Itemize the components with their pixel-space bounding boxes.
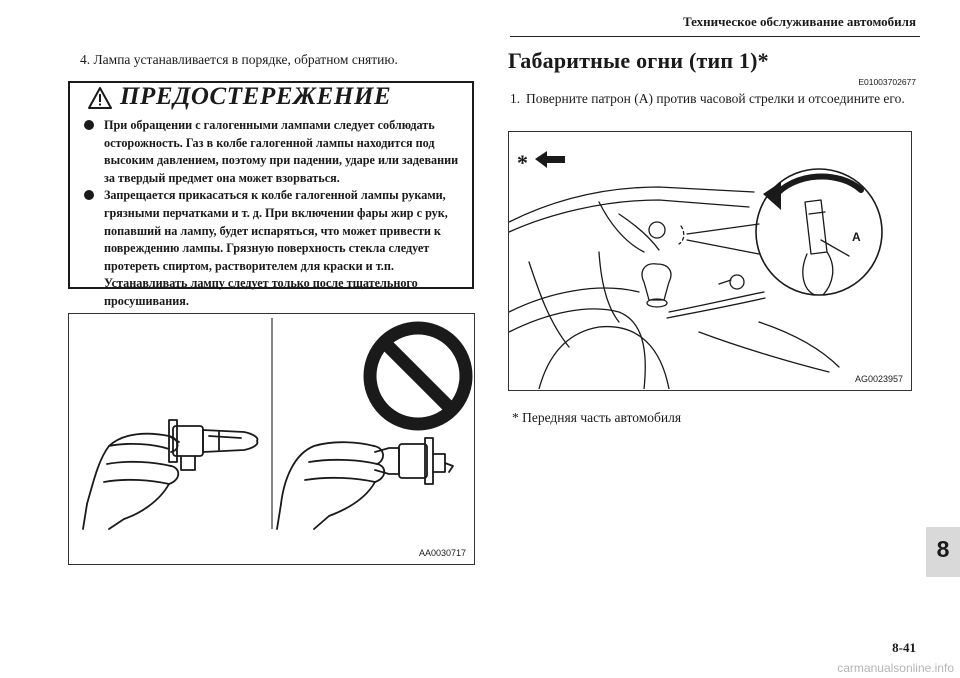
front-marker-star: *	[517, 150, 528, 175]
figure-code-right: AG0023957	[854, 374, 903, 384]
warning-title: ПРЕДОСТЕРЕЖЕНИЕ	[120, 83, 392, 110]
step-1-text: Поверните патрон (A) против часовой стре…	[526, 91, 905, 106]
bullet-icon	[84, 120, 94, 130]
warning-item: При обращении с галогенными лампами след…	[84, 117, 462, 187]
step-4-number: 4.	[80, 52, 91, 67]
headlamp-drawing	[509, 151, 883, 389]
socket-label-a: A	[852, 230, 861, 244]
warning-item-text: При обращении с галогенными лампами след…	[104, 118, 459, 185]
step-4-text: Лампа устанавливается в порядке, обратно…	[93, 52, 398, 67]
headlamp-socket-illustration: *	[508, 131, 912, 391]
warning-box: ПРЕДОСТЕРЕЖЕНИЕ При обращении с галогенн…	[68, 81, 474, 308]
watermark: carmanualsonline.info	[837, 661, 954, 675]
bullet-icon	[84, 190, 94, 201]
warning-list: При обращении с галогенными лампами след…	[84, 117, 462, 311]
step-1-number: 1.	[510, 91, 521, 106]
footnote: * Передняя часть автомобиля	[512, 410, 682, 425]
step-1: 1. Поверните патрон (A) против часовой с…	[510, 90, 910, 108]
warning-triangle-icon	[88, 87, 112, 109]
warning-header: ПРЕДОСТЕРЕЖЕНИЕ	[70, 83, 472, 113]
bulb-handling-drawing	[82, 318, 473, 530]
front-direction-arrow-icon	[535, 151, 565, 168]
bulb-handling-illustration: AA0030717	[68, 313, 475, 565]
warning-item-text: Запрещается прикасаться к колбе галогенн…	[104, 188, 448, 308]
header-divider	[510, 36, 920, 37]
page-number: 8-41	[892, 640, 916, 655]
chapter-tab: 8	[926, 527, 960, 577]
section-code: E01003702677	[858, 77, 916, 87]
chapter-number: 8	[936, 536, 950, 562]
running-header-title: Техническое обслуживание автомобиля	[682, 14, 916, 29]
warning-item: Запрещается прикасаться к колбе галогенн…	[84, 187, 462, 310]
figure-code-left: AA0030717	[418, 548, 466, 558]
step-4: 4. Лампа устанавливается в порядке, обра…	[80, 52, 398, 68]
section-title: Габаритные огни (тип 1)*	[508, 48, 769, 73]
